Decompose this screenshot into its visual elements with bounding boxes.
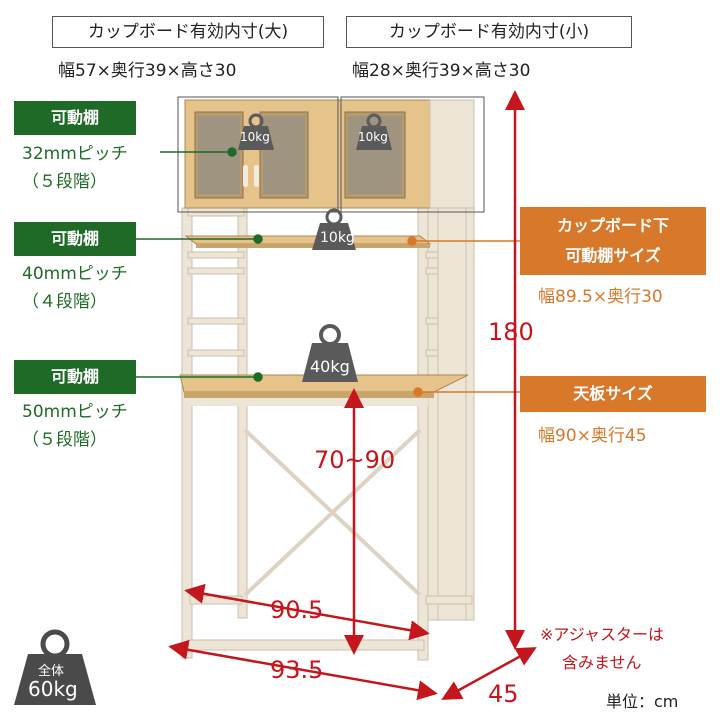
- adjuster-note-line2: 含みません: [562, 653, 642, 672]
- shelf-steps-1: （５段階）: [22, 172, 107, 192]
- height-measure: 180: [488, 318, 534, 346]
- under-shelf-title: カップボード下 可動棚サイズ: [520, 207, 706, 275]
- top-board-title: 天板サイズ: [520, 376, 706, 412]
- under-shelf-dims: 幅89.5×奥行30: [538, 287, 663, 307]
- cupboard-large-title: カップボード有効内寸(大): [52, 16, 324, 48]
- cupboard-large-dims: 幅57×奥行39×高さ30: [58, 61, 237, 81]
- weight-icon: [312, 208, 356, 250]
- shelf-label-3: 可動棚: [14, 360, 136, 394]
- shelf-label-1: 可動棚: [14, 101, 136, 135]
- inner-width-measure: 90.5: [270, 596, 324, 624]
- total-weight-icon: [14, 629, 96, 705]
- movable-shelf: [184, 235, 432, 248]
- weight-label-table: 40kg: [310, 357, 350, 376]
- cupboard-large-outline: [177, 96, 339, 213]
- green-leader-lines: [136, 147, 263, 382]
- weight-label-shelf: 10kg: [320, 230, 355, 246]
- cupboard: [184, 99, 475, 209]
- cupboard-small-outline: [340, 96, 485, 213]
- under-shelf-title-line1: カップボード下: [556, 216, 669, 235]
- width-measure: 93.5: [270, 656, 324, 684]
- orange-leader-lines: [407, 236, 520, 397]
- shelf-pitch-3: 50mmピッチ: [22, 402, 128, 422]
- shelf-pitch-1: 32mmピッチ: [22, 144, 128, 164]
- cupboard-small-title: カップボード有効内寸(小): [346, 16, 632, 48]
- dimension-arrows: [168, 90, 537, 701]
- unit-label: 単位：cm: [606, 692, 679, 711]
- shelf-pitch-2: 40mmピッチ: [22, 264, 128, 284]
- weight-icon: [302, 324, 358, 382]
- shelf-steps-2: （４段階）: [22, 292, 107, 312]
- shelf-steps-3: （５段階）: [22, 430, 107, 450]
- total-weight-value: 60kg: [28, 677, 78, 701]
- weight-icon: [238, 113, 274, 150]
- top-board-dims: 幅90×奥行45: [538, 426, 647, 446]
- weight-label-left: 10kg: [240, 130, 270, 144]
- weight-icon: [356, 113, 392, 150]
- shelf-label-2: 可動棚: [14, 222, 136, 256]
- weight-label-right: 10kg: [358, 130, 388, 144]
- depth-measure: 45: [488, 680, 519, 708]
- cross-brace: [243, 428, 422, 597]
- adjuster-note-line1: ※アジャスターは: [540, 625, 664, 644]
- total-weight-caption: 全体: [38, 664, 65, 679]
- under-shelf-title-line2: 可動棚サイズ: [565, 246, 661, 265]
- table-height-measure: 70~90: [314, 446, 396, 474]
- cupboard-small-dims: 幅28×奥行39×高さ30: [352, 61, 531, 81]
